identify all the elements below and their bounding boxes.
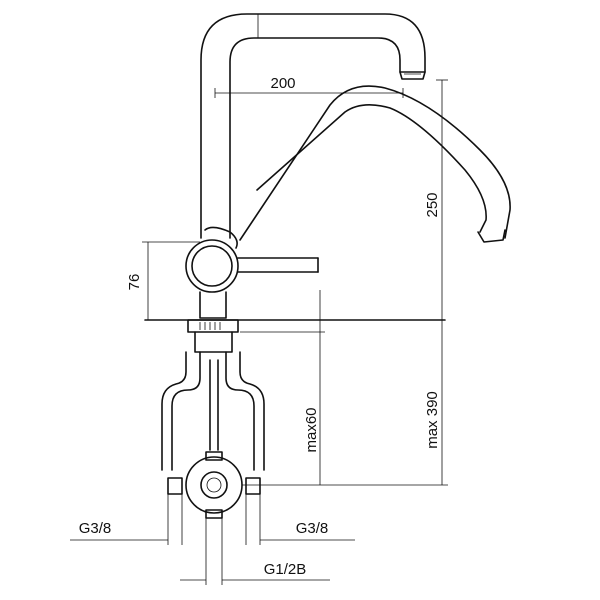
faucet-body-raised	[200, 13, 426, 239]
dim-spout-reach: 200	[270, 75, 295, 92]
deck-mount	[144, 319, 446, 353]
dim-max-deck-thickness: max60	[303, 407, 320, 452]
dim-inlet-left: G3/8	[79, 520, 112, 537]
dim-outlet: G1/2B	[264, 561, 307, 578]
faucet-spout-swivelled	[239, 85, 511, 243]
dim-spout-height: 250	[424, 192, 441, 217]
dim-inlet-right: G3/8	[296, 520, 329, 537]
dim-max-total-height: max 390	[424, 391, 441, 449]
supply-hoses	[161, 351, 265, 519]
dim-handle-height: 76	[126, 274, 143, 291]
handle-assembly	[185, 226, 319, 319]
dimension-lines	[70, 79, 448, 585]
